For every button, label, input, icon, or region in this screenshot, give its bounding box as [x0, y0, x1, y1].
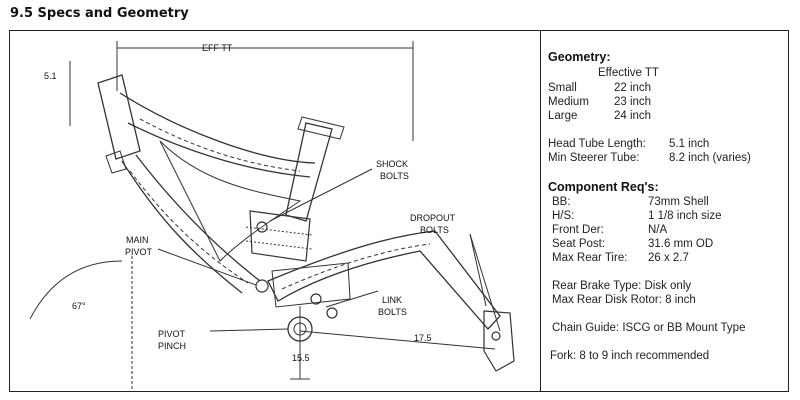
head-tube-label: 5.1	[44, 71, 57, 81]
chainstay-dimension-line	[299, 330, 496, 350]
top-tube-upper	[119, 92, 316, 164]
link-bolts-label-line2: BOLTS	[378, 307, 407, 317]
component-label-front-der: Front Der:	[552, 224, 604, 236]
geometry-title: Geometry:	[548, 50, 611, 64]
angle-arc	[29, 260, 123, 320]
front-gusset	[159, 140, 302, 262]
main-pivot	[255, 279, 269, 293]
swingarm-weld-line	[281, 243, 431, 290]
dropout-bolts-label-line1: DROPOUT	[410, 213, 456, 223]
seat-tube	[285, 122, 333, 222]
component-title: Component Req's:	[548, 180, 659, 194]
link-bolts-leader	[325, 290, 379, 308]
bottom-bracket-inner	[293, 322, 307, 336]
head-tube	[97, 74, 141, 160]
dropout-bolt	[491, 331, 501, 341]
main-pivot-label-line2: PIVOT	[125, 247, 153, 257]
component-value-bb: 73mm Shell	[648, 196, 709, 208]
min-steerer-label: Min Steerer Tube:	[548, 152, 640, 164]
rear-brake-type: Rear Brake Type: Disk only	[552, 280, 692, 292]
max-rear-disk-rotor: Max Rear Disk Rotor: 8 inch	[552, 294, 696, 306]
component-value-seat-post: 31.6 mm OD	[648, 238, 714, 250]
size-label-large: Large	[548, 110, 578, 122]
component-value-rear-tire: 26 x 2.7	[648, 252, 689, 264]
head-angle-label: 67°	[72, 301, 86, 311]
top-tube-lower	[127, 122, 311, 178]
size-value-medium: 23 inch	[614, 96, 652, 108]
eff-tt-label: EFF TT	[202, 43, 233, 53]
dropout-bolts-label-line2: BOLTS	[420, 225, 449, 235]
pivot-pinch-label-line1: PIVOT	[158, 329, 186, 339]
size-label-medium: Medium	[548, 96, 589, 108]
link-bolt-front	[310, 293, 322, 305]
chain-guide: Chain Guide: ISCG or BB Mount Type	[552, 322, 746, 334]
frame-geometry-diagram: EFF TT 5.1 SHOCK BOLTS DROPOUT BOLTS MAI…	[10, 31, 540, 391]
chainstay-label: 17.5	[414, 333, 432, 343]
bb-height-label: 15.5	[292, 353, 310, 363]
main-pivot-leader	[157, 248, 257, 286]
shock-bolts-leader	[269, 168, 373, 222]
size-value-large: 24 inch	[614, 110, 652, 122]
column-divider	[540, 30, 541, 392]
shock-body	[249, 210, 311, 262]
rear-dropout	[483, 310, 515, 372]
link-bolts-label-line1: LINK	[382, 295, 402, 305]
down-tube-lower	[135, 154, 261, 282]
content-frame	[9, 30, 789, 392]
component-label-seat-post: Seat Post:	[552, 238, 606, 250]
headset-cup	[105, 150, 127, 174]
component-label-hs: H/S:	[552, 210, 575, 222]
down-tube-upper	[121, 160, 243, 294]
shock-bolts-label-line1: SHOCK	[376, 159, 408, 169]
seat-clamp	[297, 116, 345, 140]
size-label-small: Small	[548, 82, 577, 94]
link-plate	[271, 262, 351, 308]
dropout-bolts-leader-2	[469, 233, 501, 332]
component-value-hs: 1 1/8 inch size	[648, 210, 722, 222]
fork-recommendation: Fork: 8 to 9 inch recommended	[550, 350, 710, 362]
swingarm	[267, 230, 501, 330]
pivot-pinch-label-line2: PINCH	[158, 341, 186, 351]
page-title: 9.5 Specs and Geometry	[10, 6, 189, 21]
head-tube-length-label: Head Tube Length:	[548, 138, 646, 150]
top-tube-weld-line	[139, 118, 301, 172]
effective-tt-header: Effective TT	[598, 67, 659, 79]
component-label-rear-tire: Max Rear Tire:	[552, 252, 628, 264]
shock-bolt	[256, 221, 268, 233]
min-steerer-value: 8.2 inch (varies)	[669, 152, 751, 164]
pivot-pinch-leader	[209, 328, 289, 332]
main-pivot-label-line1: MAIN	[126, 235, 149, 245]
frame-drawing: EFF TT 5.1 SHOCK BOLTS DROPOUT BOLTS MAI…	[29, 41, 515, 391]
link-bolt-rear	[326, 307, 338, 319]
size-value-small: 22 inch	[614, 82, 652, 94]
component-value-front-der: N/A	[648, 224, 668, 236]
dropout-bolts-leader-1	[469, 233, 487, 307]
component-label-bb: BB:	[552, 196, 571, 208]
head-tube-length-value: 5.1 inch	[669, 138, 710, 150]
shock-bolts-label-line2: BOLTS	[380, 171, 409, 181]
down-tube-weld-line	[129, 170, 249, 284]
shock-spring	[245, 226, 313, 250]
